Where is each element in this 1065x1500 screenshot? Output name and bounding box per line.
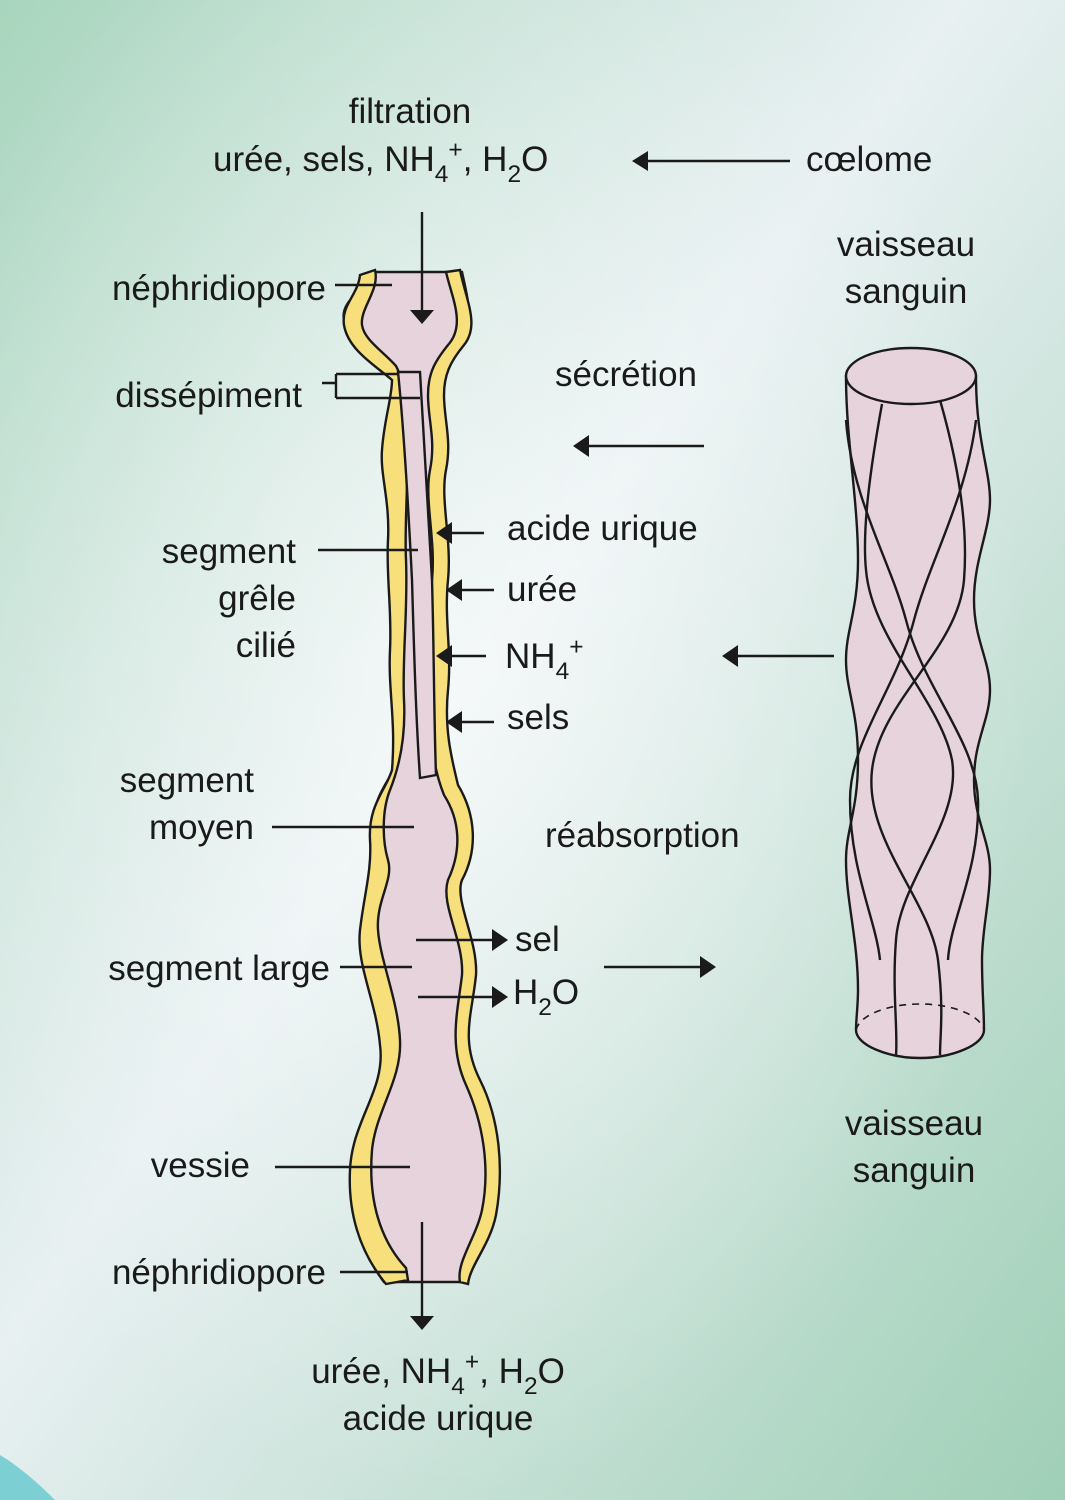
- segment-grele-line-2: grêle: [218, 579, 296, 618]
- filtration-h-sub: 2: [507, 161, 522, 189]
- segment-moyen-label: segment moyen: [40, 757, 254, 851]
- vessel-strand-2: [870, 399, 967, 1056]
- ciliated-canal: [396, 370, 438, 780]
- vessel-strand-1: [863, 403, 955, 1056]
- filtration-substances: urée, sels, NH4+, H2O: [213, 138, 549, 187]
- tube-wall-left: [342, 268, 410, 1286]
- arrow-h2o: [492, 986, 508, 1008]
- reabsorption-h2o: H2O: [513, 973, 580, 1020]
- arrow-uree: [446, 579, 462, 601]
- output-nh-sup: +: [464, 1348, 480, 1376]
- output-h-sub: 2: [523, 1373, 538, 1401]
- blood-vessel: [844, 346, 992, 1060]
- arrow-coelome: [632, 151, 648, 171]
- arrow-vessel-secretion: [722, 645, 738, 667]
- vessel-top-line-2: sanguin: [844, 272, 968, 311]
- segment-grele-line-3: cilié: [235, 626, 296, 665]
- vessel-bottom-line-2: sanguin: [852, 1151, 976, 1190]
- vessel-bottom-rim-back: [855, 1003, 985, 1031]
- vessel-strand-3: [844, 419, 980, 961]
- arrow-secretion: [573, 435, 589, 457]
- output-line-2: acide urique: [342, 1399, 534, 1438]
- vessie-label: vessie: [150, 1146, 250, 1185]
- vessel-strand-4: [848, 419, 978, 961]
- arrow-reabsorption: [700, 956, 716, 978]
- reabsorption-h: H: [513, 973, 539, 1012]
- vessel-top-opening: [844, 346, 978, 406]
- nephridium-tube: [336, 268, 502, 1286]
- segment-grele-cilie-label: segment grêle cilié: [60, 528, 296, 669]
- arrows: [410, 151, 834, 1330]
- secretion-acide-urique: acide urique: [507, 509, 698, 548]
- reabsorption-o: O: [551, 973, 580, 1012]
- output-o: O: [537, 1352, 565, 1391]
- secretion-sels: sels: [507, 698, 570, 737]
- output-comma-h: , H: [479, 1352, 524, 1391]
- vessel-bottom-label: vaisseau sanguin: [814, 1100, 1014, 1194]
- secretion-uree: urée: [507, 570, 578, 609]
- segment-grele-line-1: segment: [161, 532, 296, 571]
- leader-dissepiment: [322, 372, 398, 398]
- secretion-nh-sup: +: [569, 633, 584, 661]
- output-uree-nh: urée, NH: [311, 1352, 452, 1391]
- coelome-label: cœlome: [806, 140, 933, 179]
- segment-moyen-line-2: moyen: [148, 808, 254, 847]
- filtration-uree-sels: urée, sels, NH: [213, 140, 435, 179]
- dissepiment-label: dissépiment: [115, 376, 302, 415]
- vessel-body: [844, 374, 992, 1060]
- arrow-sel: [492, 929, 508, 951]
- arrow-acide-urique: [436, 522, 452, 544]
- output-nh-sub: 4: [451, 1373, 465, 1401]
- secretion-nh4: NH4+: [505, 635, 584, 684]
- leader-lines: [272, 283, 418, 1274]
- arrow-filtration-down: [410, 310, 434, 324]
- filtration-title: filtration: [348, 92, 472, 131]
- nephridiopore-top-label: néphridiopore: [111, 269, 326, 308]
- vessel-top-line-1: vaisseau: [836, 225, 976, 264]
- filtration-comma-h: , H: [462, 140, 508, 179]
- vessel-top-label: vaisseau sanguin: [806, 221, 1006, 315]
- filtration-nh-sub: 4: [434, 161, 449, 189]
- filtration-o: O: [521, 140, 549, 179]
- filtration-nh-sup: +: [448, 136, 463, 164]
- reabsorption-sel: sel: [515, 920, 560, 959]
- segment-large-label: segment large: [108, 949, 330, 988]
- reabsorption-title: réabsorption: [545, 816, 740, 855]
- vessel-bottom-line-1: vaisseau: [844, 1104, 984, 1143]
- secretion-title: sécrétion: [555, 355, 698, 394]
- nephridiopore-bottom-label: néphridiopore: [111, 1253, 326, 1292]
- arrow-nh4: [436, 645, 452, 667]
- output-line-1: urée, NH4+, H2O: [238, 1350, 638, 1399]
- reabsorption-h-sub: 2: [538, 994, 552, 1022]
- segment-moyen-line-1: segment: [119, 761, 254, 800]
- secretion-nh-main: NH: [505, 637, 556, 676]
- arrow-output-down: [410, 1316, 434, 1330]
- secretion-nh-sub: 4: [555, 658, 570, 686]
- arrow-sels: [446, 711, 462, 733]
- corner-accent: [0, 1455, 55, 1500]
